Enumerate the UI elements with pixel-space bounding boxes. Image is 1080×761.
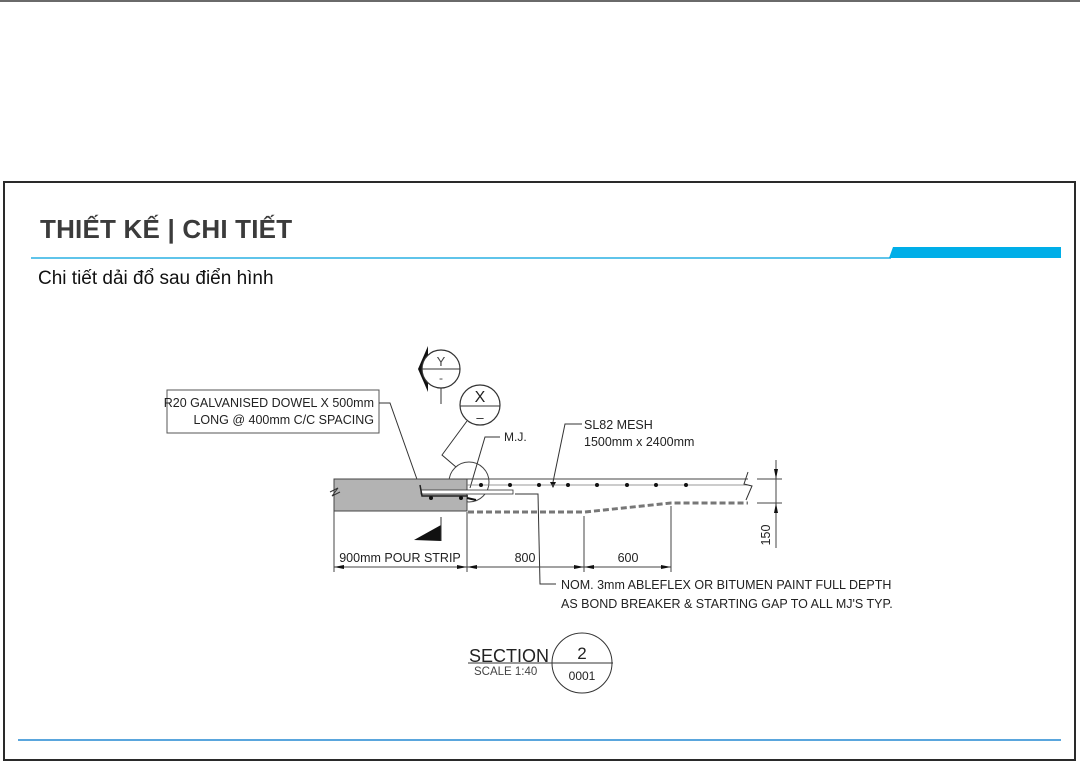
mesh-note: SL82 MESH 1500mm x 2400mm — [550, 418, 694, 488]
section-sheet: 0001 — [569, 669, 596, 683]
footer-divider — [18, 739, 1061, 741]
mj-label: M.J. — [469, 430, 527, 489]
dowel-note-line1: R20 GALVANISED DOWEL X 500mm — [164, 396, 374, 410]
section-scale: SCALE 1:40 — [474, 666, 537, 678]
marker-y-top: Y — [437, 354, 446, 369]
section-number: 2 — [577, 644, 586, 663]
dowel-note-line2: LONG @ 400mm C/C SPACING — [193, 413, 374, 427]
dim-600: 600 — [618, 551, 639, 565]
slide-frame: THIẾT KẾ | CHI TIẾT Chi tiết dải đổ sau … — [3, 181, 1076, 761]
marker-x-top: X — [475, 389, 486, 406]
title-accent-bar — [889, 247, 1061, 258]
dowel-note: R20 GALVANISED DOWEL X 500mm LONG @ 400m… — [164, 389, 420, 486]
dim-150: 150 — [759, 525, 773, 546]
section-cut-arrow — [414, 525, 441, 541]
page-subtitle: Chi tiết dải đổ sau điển hình — [38, 268, 274, 289]
title-underline — [31, 257, 891, 259]
pour-strip-slab — [329, 478, 468, 512]
dowel-bar — [419, 484, 514, 501]
detail-marker-x: X – — [441, 384, 501, 503]
bond-breaker-note-line2: AS BOND BREAKER & STARTING GAP TO ALL MJ… — [561, 597, 893, 611]
bond-breaker-note-line1: NOM. 3mm ABLEFLEX OR BITUMEN PAINT FULL … — [561, 578, 891, 592]
marker-y-bottom: - — [439, 371, 443, 385]
marker-x-bottom: – — [476, 410, 484, 425]
svg-text:1500mm x 2400mm: 1500mm x 2400mm — [584, 435, 694, 449]
svg-text:SL82 MESH: SL82 MESH — [584, 418, 653, 432]
section-marker-y: Y - — [418, 346, 461, 404]
page-title: THIẾT KẾ | CHI TIẾT — [40, 214, 293, 244]
section-label: SECTION — [469, 646, 549, 666]
svg-text:M.J.: M.J. — [504, 430, 527, 444]
mesh-bars — [479, 483, 688, 487]
top-border-line — [0, 0, 1080, 2]
slab-bottom-dashed — [468, 501, 748, 514]
section-title: SECTION SCALE 1:40 2 0001 — [468, 632, 613, 694]
dim-pour-strip: 900mm POUR STRIP — [339, 551, 461, 565]
dim-800: 800 — [515, 551, 536, 565]
